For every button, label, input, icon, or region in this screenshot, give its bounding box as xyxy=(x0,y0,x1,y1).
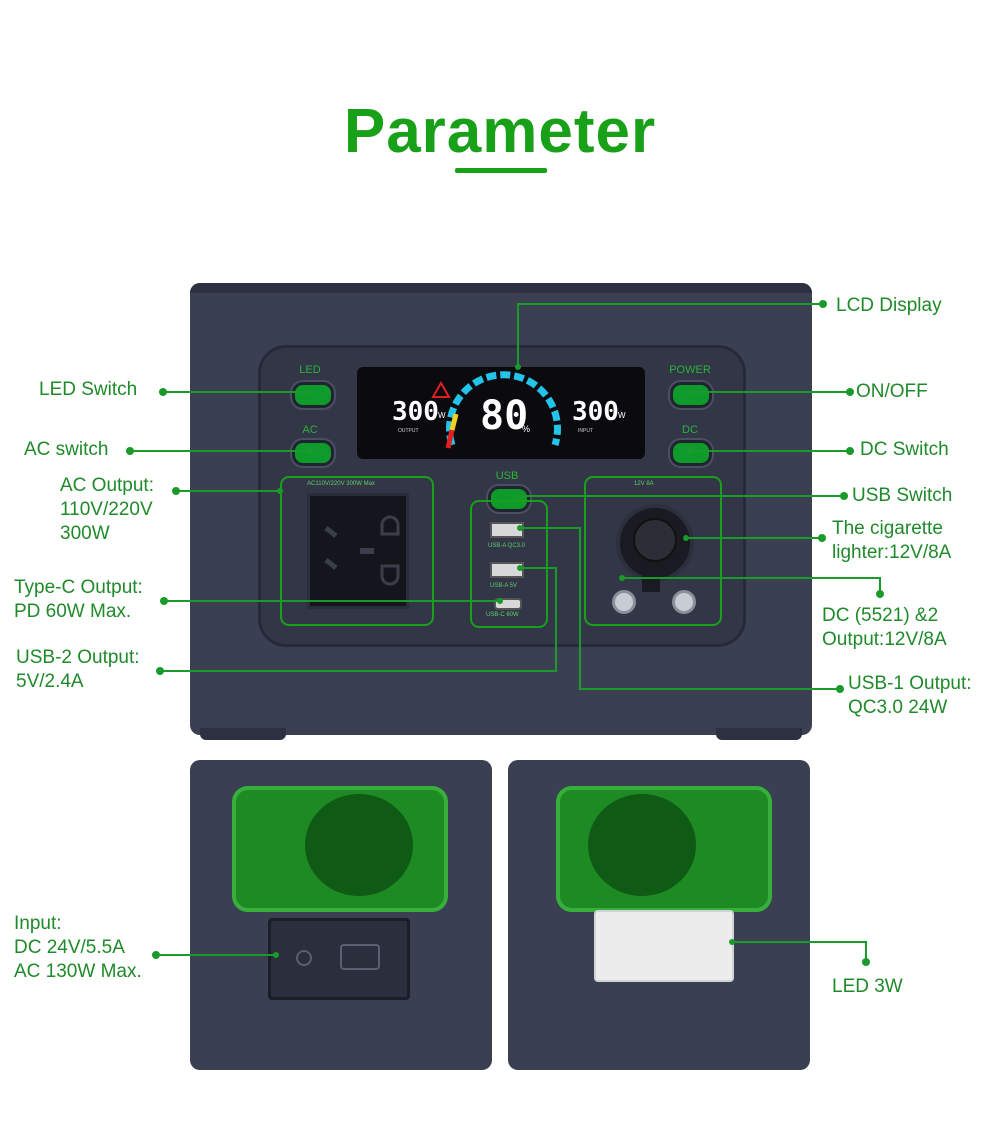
usb-2-port-text: USB-A 5V xyxy=(490,583,518,589)
lcd-output-unit: W xyxy=(438,411,446,420)
usb-2-port[interactable] xyxy=(490,562,524,578)
label-type-c-output: Type-C Output: PD 60W Max. xyxy=(14,577,143,622)
ac-rating-text: AC110V/220V 300W Max xyxy=(307,481,375,487)
lcd-output-watts: 300 xyxy=(392,397,439,427)
lcd-input-label: INPUT xyxy=(578,428,593,434)
title-underline xyxy=(455,168,547,173)
led-button[interactable] xyxy=(292,382,334,408)
label-usb-2-output: USB-2 Output: 5V/2.4A xyxy=(16,647,140,692)
label-lcd-display: LCD Display xyxy=(836,295,942,316)
dc-button-label: DC xyxy=(682,424,698,436)
cigarette-lighter-hinge xyxy=(642,570,660,592)
page-title: Parameter xyxy=(343,97,657,166)
led-button-label: LED xyxy=(299,364,321,376)
dc-5521-port-left[interactable] xyxy=(612,590,636,614)
lcd-percent-sign: % xyxy=(522,424,531,434)
label-led-3w: LED 3W xyxy=(832,976,903,997)
label-dc-switch: DC Switch xyxy=(860,439,949,460)
device-front-foot-right xyxy=(716,728,802,740)
dc-input-port[interactable] xyxy=(296,950,312,966)
cigarette-lighter-cap xyxy=(633,518,677,562)
fan-icon-right xyxy=(588,794,696,896)
dc-5521-port-right[interactable] xyxy=(672,590,696,614)
fan-icon-left xyxy=(305,794,413,896)
input-port-plate xyxy=(268,918,410,1000)
dc-rating-text: 12V 8A xyxy=(634,481,654,487)
label-cigarette-lighter: The cigarette lighter:12V/8A xyxy=(832,518,952,563)
ac-outlet-group xyxy=(280,476,434,626)
power-button[interactable] xyxy=(670,382,712,408)
power-button-label: POWER xyxy=(669,364,711,376)
device-front-foot-left xyxy=(200,728,286,740)
ac-input-port[interactable] xyxy=(340,944,380,970)
dc-button[interactable] xyxy=(670,440,712,466)
usb-port-group xyxy=(470,500,548,628)
usb-button-label: USB xyxy=(495,470,519,482)
device-front-top-band xyxy=(190,283,812,293)
label-led-switch: LED Switch xyxy=(39,379,138,400)
label-on-off: ON/OFF xyxy=(856,381,928,402)
usb-button[interactable] xyxy=(488,486,530,512)
label-ac-output: AC Output: 110V/220V 300W xyxy=(60,475,154,544)
label-dc-5521-output: DC (5521) &2 Output:12V/8A xyxy=(822,605,947,650)
lcd-battery-percent: 80 xyxy=(480,393,529,439)
led-light-panel xyxy=(594,910,734,982)
usb-c-port-text: USB-C 60W xyxy=(486,612,519,618)
lcd-input-watts: 300 xyxy=(572,397,619,427)
label-usb-switch: USB Switch xyxy=(852,485,953,506)
ac-button-label: AC xyxy=(302,424,318,436)
usb-1-port-text: USB-A QC3.0 xyxy=(488,543,526,549)
ac-outlet[interactable] xyxy=(307,493,409,609)
dc-port-group xyxy=(584,476,722,626)
usb-1-port[interactable] xyxy=(490,522,524,538)
lcd-display xyxy=(357,367,645,459)
label-ac-switch: AC switch xyxy=(24,439,109,460)
lcd-output-label: OUTPUT xyxy=(398,428,419,434)
label-input: Input: DC 24V/5.5A AC 130W Max. xyxy=(14,913,142,982)
lcd-input-unit: W xyxy=(618,411,626,420)
ac-button[interactable] xyxy=(292,440,334,466)
label-usb-1-output: USB-1 Output: QC3.0 24W xyxy=(848,673,972,718)
